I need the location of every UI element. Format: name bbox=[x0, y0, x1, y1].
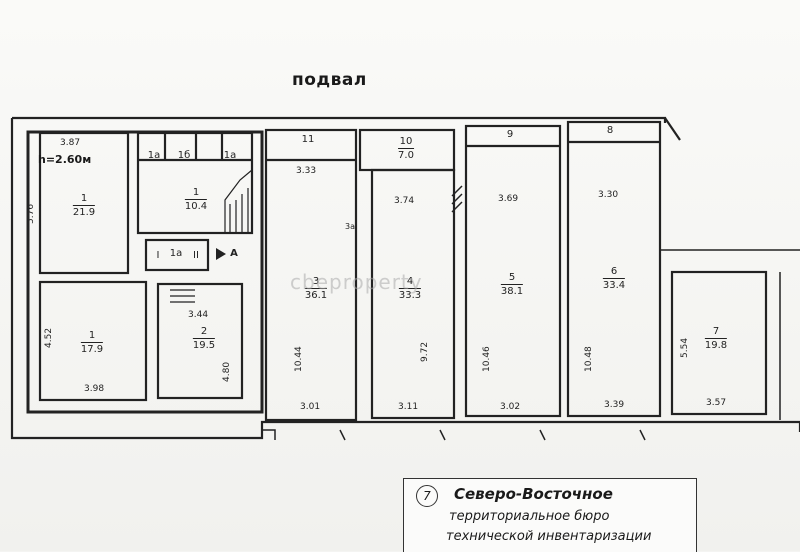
stamp-line-2: территориальное бюро bbox=[449, 509, 610, 524]
room-number: 1 bbox=[80, 193, 88, 204]
room-number: 3а bbox=[345, 222, 355, 231]
watermark: cbeproperty bbox=[290, 270, 423, 294]
room-number: 1а bbox=[147, 150, 161, 161]
stair-lines bbox=[224, 169, 253, 232]
room-number: 3 bbox=[312, 276, 320, 287]
dimension-label: 3.02 bbox=[500, 402, 521, 412]
dimension-label: 3.87 bbox=[60, 138, 81, 148]
dimension-label: 3.01 bbox=[300, 402, 321, 412]
section-marker: A bbox=[230, 248, 238, 259]
room-number: 7 bbox=[712, 326, 720, 337]
room-area: 33.4 bbox=[602, 278, 626, 291]
dimension-label: 4.52 bbox=[44, 327, 54, 348]
room-number: 1 bbox=[88, 330, 96, 341]
stair-2-lines bbox=[170, 289, 195, 303]
corridor-1a-wall bbox=[144, 238, 210, 272]
plan-title: подвал bbox=[292, 70, 367, 90]
dimension-label: 3.57 bbox=[706, 398, 727, 408]
room-number: 9 bbox=[506, 129, 514, 140]
room-4-wall bbox=[370, 168, 456, 420]
dimension-label: 3.44 bbox=[188, 310, 209, 320]
bottom-jogs bbox=[262, 429, 646, 441]
dimension-label: 10.46 bbox=[482, 346, 492, 372]
room-number: 2 bbox=[200, 326, 208, 337]
dimension-label: 10.48 bbox=[584, 346, 594, 372]
section-arrow bbox=[216, 248, 226, 260]
room-6-wall bbox=[566, 120, 662, 418]
room-2-wall bbox=[156, 282, 244, 400]
room-number: 1а bbox=[169, 248, 183, 259]
stamp-number: 7 bbox=[416, 485, 438, 507]
room-number: 11 bbox=[301, 134, 315, 145]
dimension-label: 3.39 bbox=[604, 400, 625, 410]
room-area: 38.1 bbox=[500, 284, 524, 297]
room-number: 1а bbox=[223, 150, 237, 161]
height-label: h=2.60м bbox=[38, 153, 92, 166]
stamp-line-1: Северо-Восточное bbox=[454, 485, 613, 503]
dimension-label: 3.33 bbox=[296, 166, 317, 176]
room-area: 17.9 bbox=[80, 342, 104, 355]
dimension-label: 5.54 bbox=[680, 337, 690, 358]
room-area: 36.1 bbox=[304, 288, 328, 301]
room-number: 10 bbox=[399, 136, 413, 147]
room-number: 5 bbox=[508, 272, 516, 283]
room-area: 21.9 bbox=[72, 205, 96, 218]
room-7-wall bbox=[670, 270, 768, 416]
hatch-marks bbox=[451, 185, 463, 213]
room-number: 8 bbox=[606, 125, 614, 136]
room-area: 19.5 bbox=[192, 338, 216, 351]
roman-marker: II bbox=[193, 250, 199, 261]
roman-marker: I bbox=[156, 250, 160, 261]
right-outline bbox=[660, 249, 800, 420]
dimension-label: 3.98 bbox=[84, 384, 105, 394]
dimension-label: 9.72 bbox=[420, 341, 430, 362]
room-number: 6 bbox=[610, 266, 618, 277]
room-1-top-wall bbox=[38, 131, 130, 275]
room-3-wall bbox=[264, 128, 358, 422]
room-number: 4 bbox=[406, 276, 414, 287]
dimension-label: 10.44 bbox=[294, 346, 304, 372]
room-1-bottom-wall bbox=[38, 280, 148, 402]
room-area: 7.0 bbox=[398, 148, 414, 161]
room-5-wall bbox=[464, 124, 562, 418]
bti-stamp: 7 Северо-Восточное территориальное бюро … bbox=[403, 478, 697, 552]
dimension-label: 3.11 bbox=[398, 402, 419, 412]
room-number: 1б bbox=[177, 150, 191, 161]
dimension-label: 3.30 bbox=[598, 190, 619, 200]
room-area: 19.8 bbox=[704, 338, 728, 351]
dimension-label: 4.80 bbox=[222, 361, 232, 382]
room-number: 1 bbox=[192, 187, 200, 198]
dimension-label: 3.74 bbox=[394, 196, 415, 206]
room-area: 33.3 bbox=[398, 288, 422, 301]
dimension-label: 3.69 bbox=[498, 194, 519, 204]
stamp-line-3: технической инвентаризации bbox=[446, 529, 652, 544]
dimension-label: 5.76 bbox=[26, 203, 36, 224]
room-area: 10.4 bbox=[184, 199, 208, 212]
